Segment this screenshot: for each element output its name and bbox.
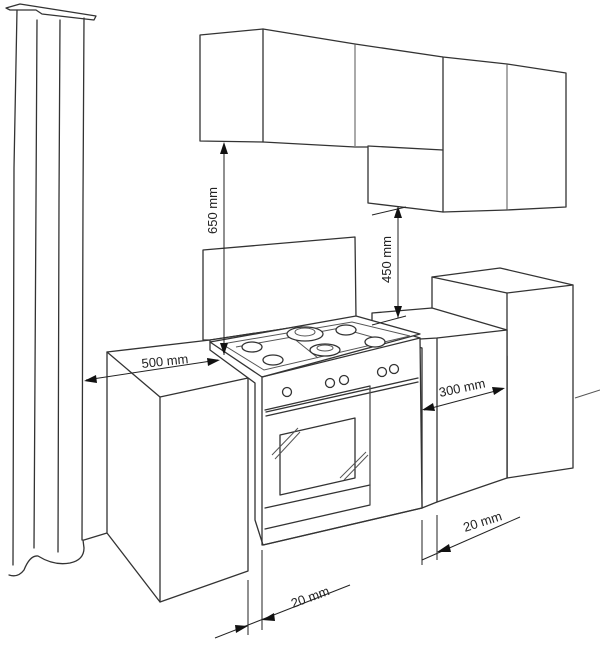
label-20-right: 20 mm	[461, 508, 503, 535]
label-450: 450 mm	[379, 236, 394, 283]
dimension-650: 650 mm	[205, 142, 228, 355]
wall-cabinets	[199, 28, 567, 213]
dimension-500: 500 mm	[84, 351, 220, 383]
label-500: 500 mm	[141, 351, 189, 371]
knob	[281, 386, 293, 398]
burner-small-front	[262, 354, 284, 366]
left-base-cabinet	[106, 339, 249, 603]
knob	[338, 374, 350, 386]
burner-small-right	[364, 336, 386, 348]
label-650: 650 mm	[205, 187, 220, 234]
knob	[376, 366, 388, 378]
burner-small-left	[241, 341, 263, 353]
dimension-20-right: 20 mm	[421, 508, 521, 565]
oven-window	[279, 417, 356, 496]
knob	[324, 377, 336, 389]
cooker	[202, 236, 423, 546]
dimension-450: 450 mm	[371, 206, 407, 326]
label-20-bottom: 20 mm	[289, 583, 331, 611]
burner-medium	[309, 343, 341, 357]
wall-line	[574, 389, 600, 399]
burner-large	[286, 326, 324, 342]
knob	[388, 363, 400, 375]
burner-small-back	[335, 324, 357, 336]
curtain	[5, 3, 108, 577]
